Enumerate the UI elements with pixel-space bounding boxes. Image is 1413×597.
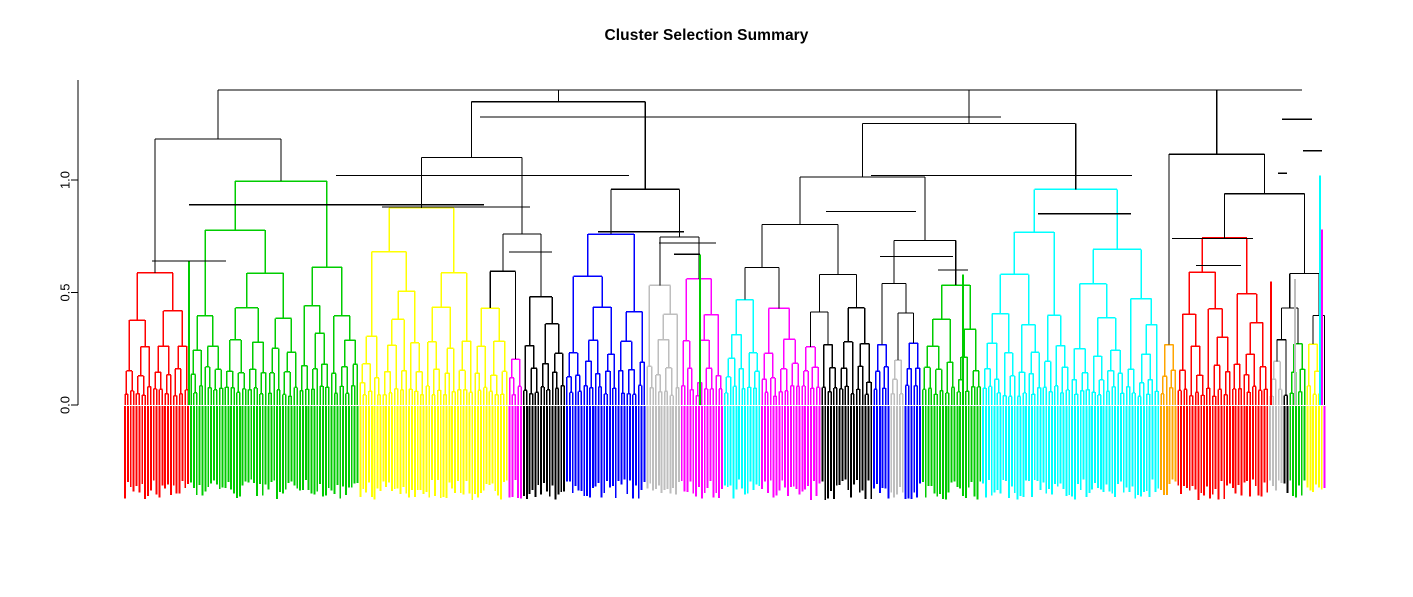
page-title: Cluster Selection Summary [604, 27, 809, 44]
cluster-color-bar [124, 406, 1326, 500]
y-axis-tick-label: 0.0 [58, 396, 73, 414]
dendrogram-tree [124, 89, 1326, 405]
y-axis-tick-label: 0.5 [58, 283, 73, 301]
y-axis: 0.0 0.5 1.0 [58, 80, 79, 414]
y-axis-tick-label: 1.0 [58, 171, 73, 189]
